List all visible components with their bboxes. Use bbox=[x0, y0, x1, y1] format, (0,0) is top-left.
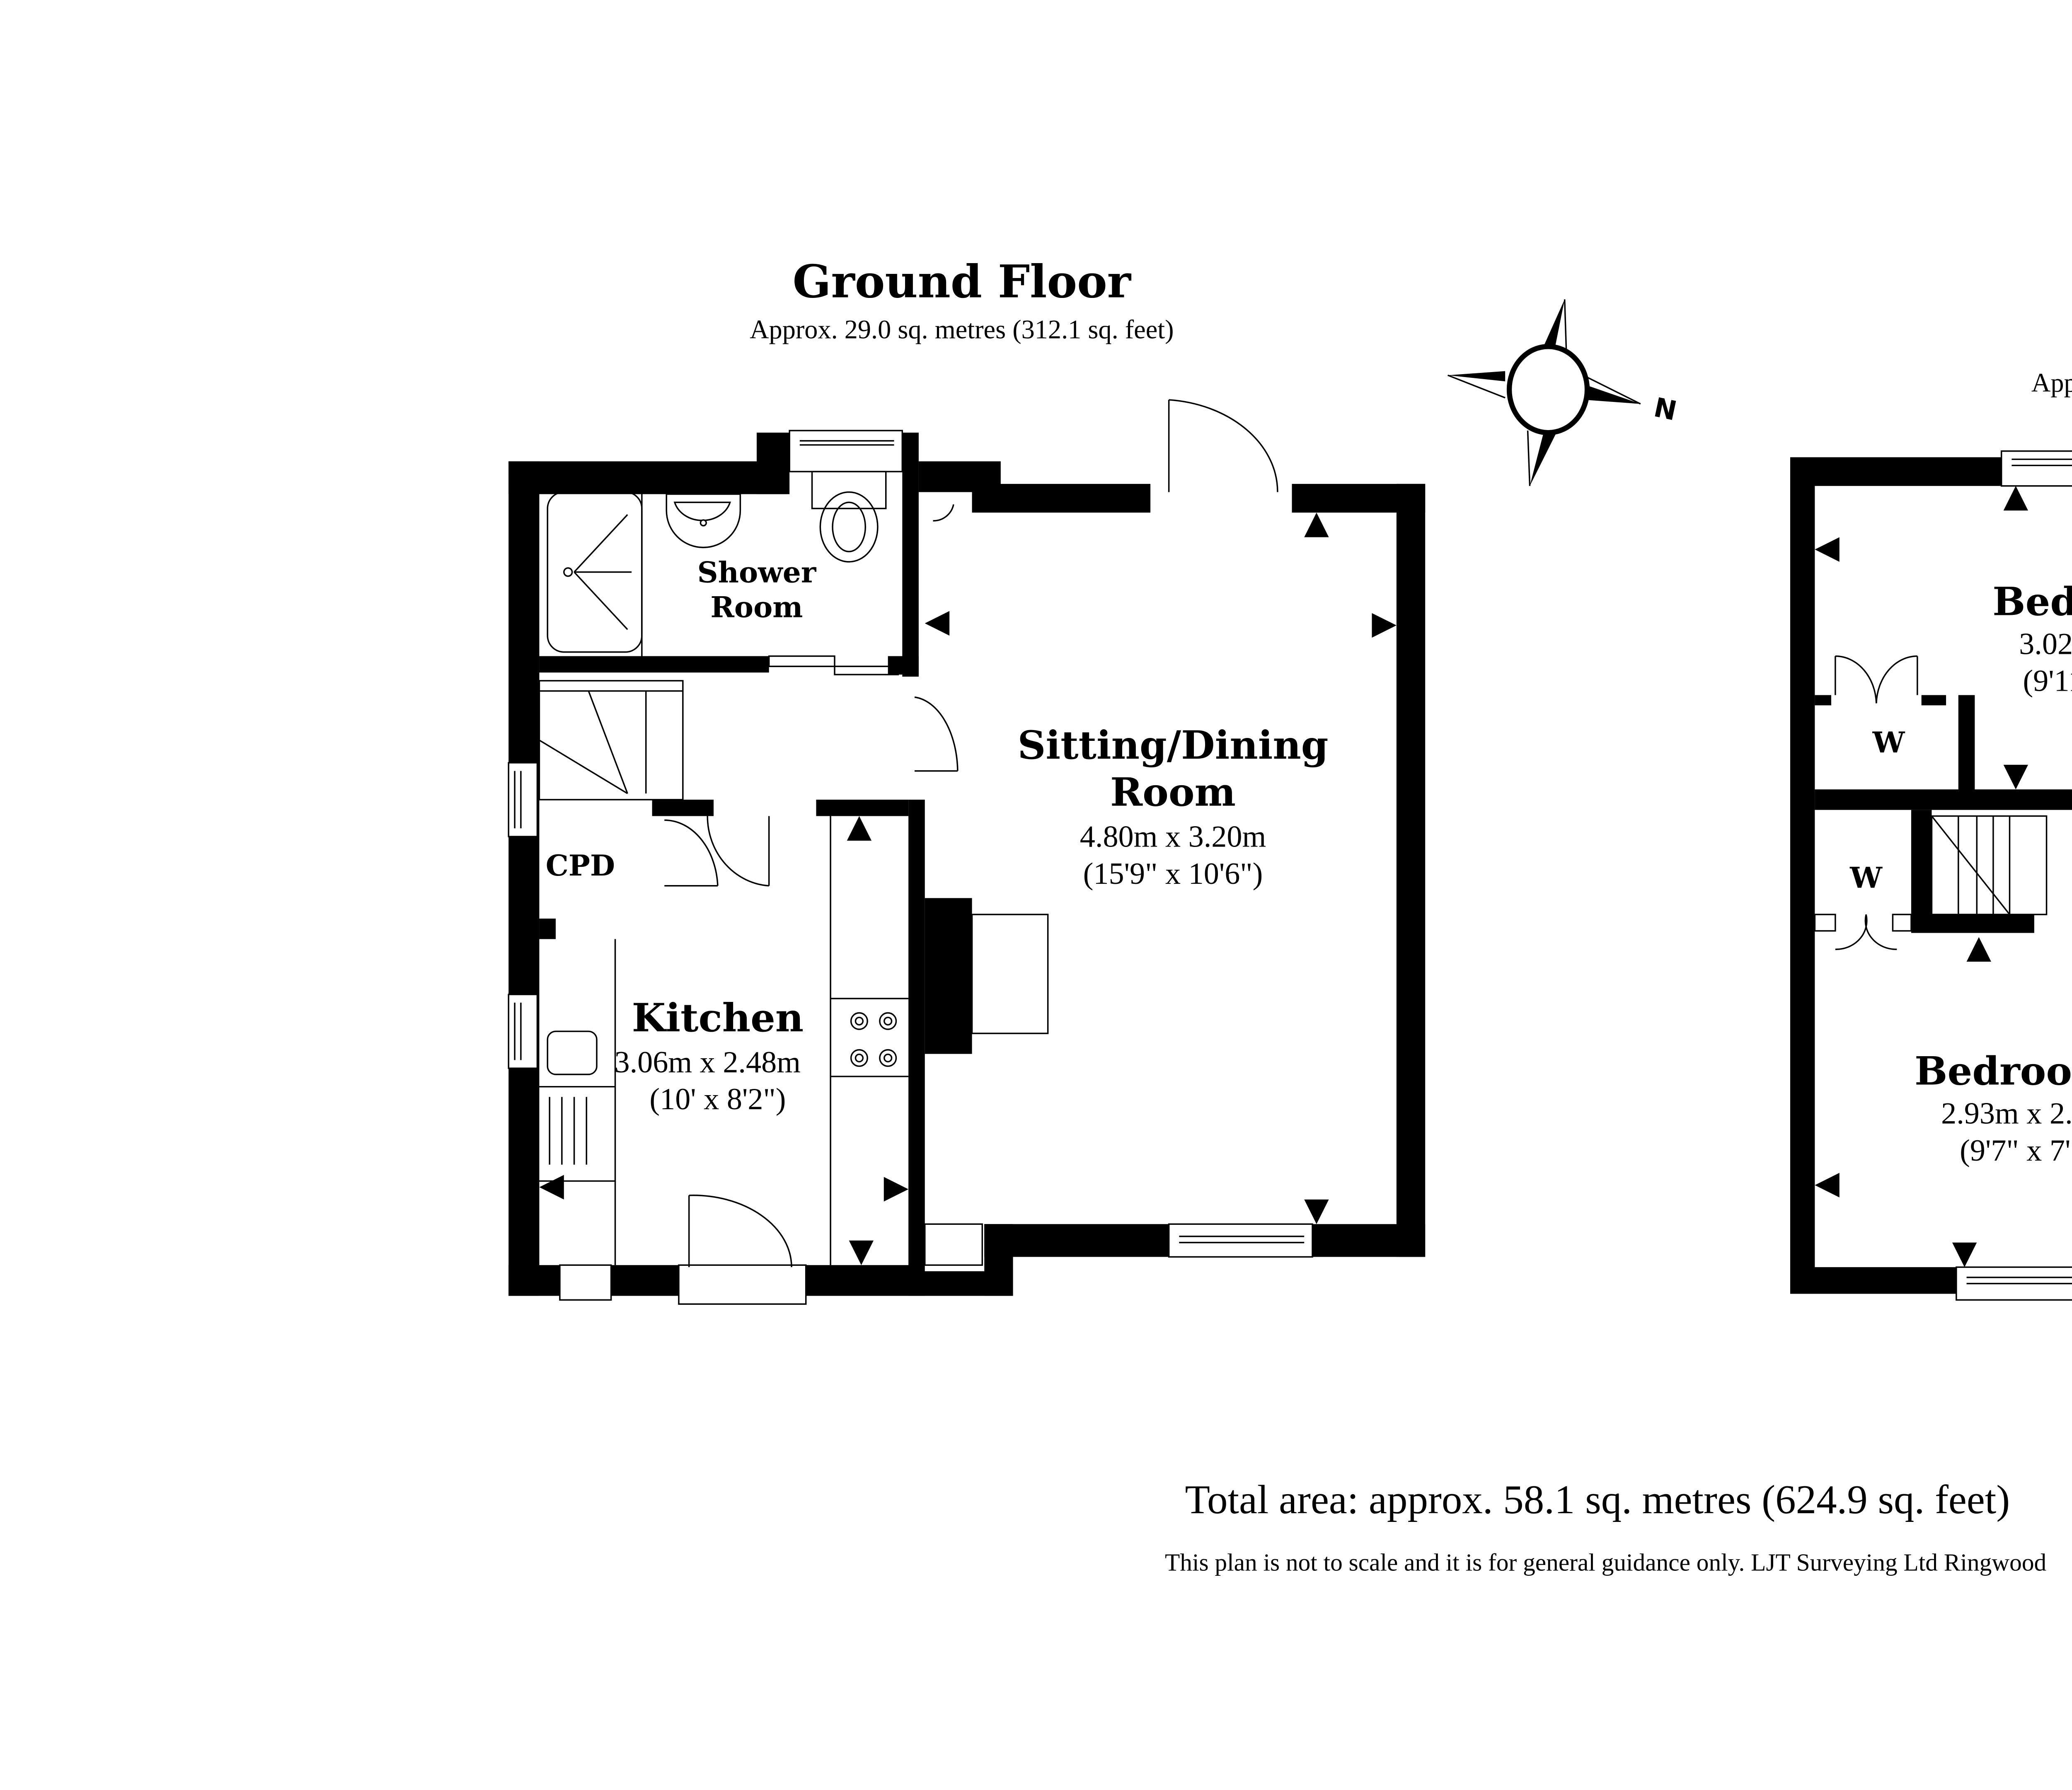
room-name: Shower bbox=[697, 556, 817, 589]
room-dimensions-metric: 4.80m x 3.20m bbox=[1080, 820, 1266, 854]
room-name: Kitchen bbox=[632, 995, 804, 1041]
room-cpd: CPD bbox=[546, 849, 615, 883]
room-name: Bedroom 3 bbox=[1992, 579, 2072, 625]
room-dimensions-metric: 2.93m x 2.21m bbox=[1941, 1097, 2072, 1131]
room-name: Sitting/Dining bbox=[1018, 723, 1329, 768]
room-name: Room bbox=[1110, 770, 1236, 815]
room-dimensions-imperial: (9'7" x 7'3") bbox=[1960, 1134, 2072, 1168]
ground-floor-heading: Ground Floor Approx. 29.0 sq. metres (31… bbox=[750, 255, 1174, 344]
room-sitting-dining: Sitting/Dining Room 4.80m x 3.20m (15'9"… bbox=[1018, 723, 1329, 891]
room-bedroom-2: Bedroom 2 2.93m x 2.21m (9'7" x 7'3") bbox=[1915, 1049, 2072, 1168]
total-area: Total area: approx. 58.1 sq. metres (624… bbox=[1185, 1477, 2010, 1522]
room-name: Bedroom 2 bbox=[1915, 1049, 2072, 1094]
footer: Total area: approx. 58.1 sq. metres (624… bbox=[1165, 1477, 2046, 1576]
disclaimer: This plan is not to scale and it is for … bbox=[1165, 1549, 2046, 1576]
room-wardrobe-upper: W bbox=[1872, 726, 1905, 760]
room-name: CPD bbox=[546, 849, 615, 883]
first-floor-area: Approx. 29.1 sq. metres (312.8 sq. feet) bbox=[2031, 368, 2072, 397]
room-dimensions-metric: 3.02m x 2.09m bbox=[2019, 627, 2072, 661]
first-floor-plan bbox=[1790, 450, 2072, 1301]
first-floor-heading: First Floor Approx. 29.1 sq. metres (312… bbox=[2031, 368, 2072, 397]
room-dimensions-imperial: (9'11" x 6'10") bbox=[2023, 664, 2072, 698]
ground-floor-plan bbox=[508, 399, 1426, 1305]
room-name: W bbox=[1849, 861, 1883, 895]
room-dimensions-imperial: (15'9" x 10'6") bbox=[1083, 857, 1263, 891]
room-bedroom-3: Bedroom 3 3.02m x 2.09m (9'11" x 6'10") bbox=[1992, 579, 2072, 698]
room-shower-room: Shower Room bbox=[697, 556, 817, 624]
compass-north-label: N bbox=[1651, 392, 1679, 427]
room-name: Room bbox=[710, 590, 803, 624]
room-dimensions-imperial: (10' x 8'2") bbox=[649, 1082, 786, 1116]
compass-rose-icon: N bbox=[1447, 299, 1680, 486]
ground-floor-title: Ground Floor bbox=[793, 255, 1132, 308]
room-wardrobe-lower: W bbox=[1849, 861, 1883, 895]
room-kitchen: Kitchen 3.06m x 2.48m (10' x 8'2") bbox=[614, 995, 804, 1116]
room-dimensions-metric: 3.06m x 2.48m bbox=[614, 1045, 800, 1079]
ground-floor-area: Approx. 29.0 sq. metres (312.1 sq. feet) bbox=[750, 314, 1174, 344]
room-name: W bbox=[1872, 726, 1905, 760]
